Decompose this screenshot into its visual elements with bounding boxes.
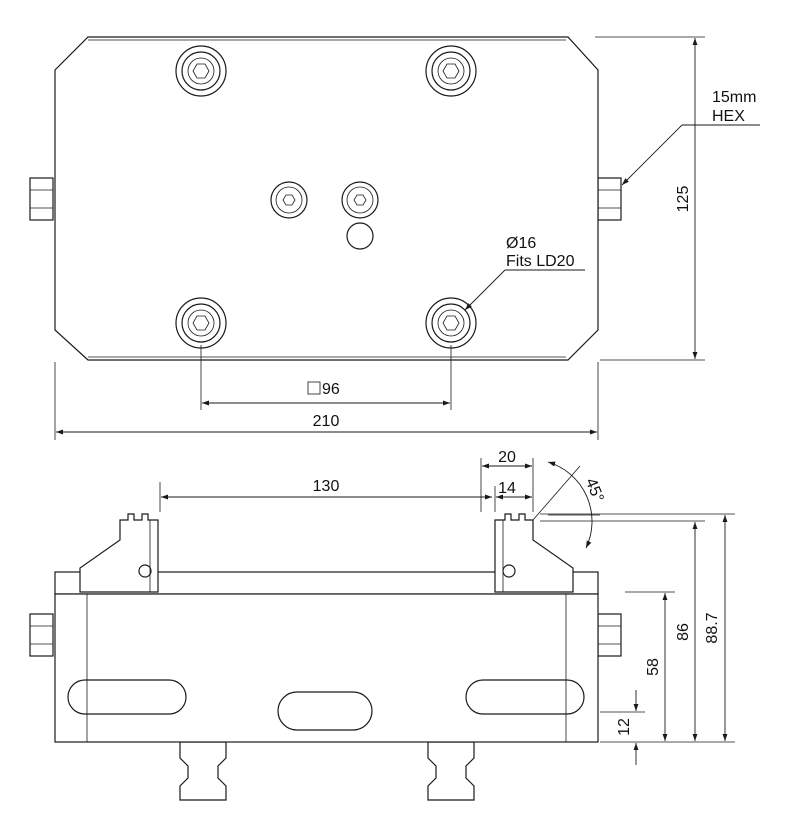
slot-right — [465, 679, 585, 715]
dim-jaw-step-label: 14 — [498, 480, 516, 497]
dim-width-label: 210 — [313, 413, 340, 430]
dimension-angle-45: 45° — [532, 461, 607, 549]
dimension-jaw-width-20: 20 — [480, 449, 534, 512]
slot-left — [67, 679, 187, 715]
locating-hole — [346, 222, 374, 250]
corner-bolt-top-right — [425, 45, 477, 97]
dimension-height-86: 86 — [540, 520, 705, 741]
slot-center — [277, 691, 373, 731]
center-screw-left — [270, 181, 308, 219]
top-view: 15mm HEX Ø16 Fits LD20 125 96 — [29, 36, 760, 440]
pull-stud-right — [427, 741, 475, 801]
dim-88-7-label: 88.7 — [704, 612, 721, 643]
dim-86-label: 86 — [675, 623, 692, 641]
dimension-height-12: 12 — [600, 690, 645, 765]
dim-height-label: 125 — [675, 186, 692, 213]
dimension-width-210: 210 — [54, 362, 599, 440]
dim-angle-label: 45° — [582, 476, 607, 505]
dim-jaw-span-label: 130 — [313, 478, 340, 495]
dim-12-label: 12 — [616, 718, 633, 736]
left-jaw — [79, 513, 159, 593]
pin-note-diameter: Ø16 — [506, 235, 536, 252]
pin-callout: Ø16 Fits LD20 — [464, 235, 585, 311]
pin-note-fit: Fits LD20 — [506, 253, 575, 270]
dimension-jaw-step-14: 14 — [494, 480, 532, 512]
front-view: 130 20 14 45° 88.7 — [29, 449, 735, 801]
base-plate-outline — [54, 36, 599, 361]
center-screw-right — [341, 181, 379, 219]
right-hex-bolt — [597, 177, 622, 221]
dimension-square-96: 96 — [200, 345, 452, 410]
corner-bolt-top-left — [175, 45, 227, 97]
hex-callout: 15mm HEX — [621, 89, 760, 186]
dimension-height-58: 58 — [625, 591, 675, 741]
front-left-hex-bolt — [29, 613, 54, 657]
dim-58-label: 58 — [645, 658, 662, 676]
dim-square-label: 96 — [322, 381, 340, 398]
left-hex-bolt — [29, 177, 54, 221]
pull-stud-left — [179, 741, 227, 801]
hex-note-text: HEX — [712, 108, 745, 125]
right-jaw — [494, 513, 574, 593]
dimension-height-88-7: 88.7 — [540, 513, 735, 743]
dimension-height-125: 125 — [595, 36, 705, 361]
vise-body — [54, 593, 599, 743]
dimension-jaw-span-130: 130 — [159, 478, 492, 512]
dim-jaw-width-label: 20 — [498, 449, 516, 466]
front-right-hex-bolt — [597, 613, 622, 657]
hex-note-size: 15mm — [712, 89, 756, 106]
